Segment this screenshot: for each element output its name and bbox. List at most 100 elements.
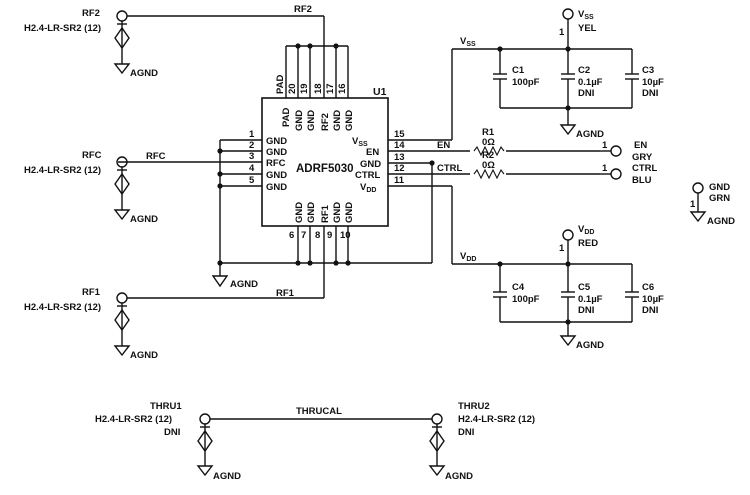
pin-name-9: GND xyxy=(332,202,343,223)
pin-num-12: 12 xyxy=(394,163,405,174)
thrucal-line: THRUCAL xyxy=(210,406,432,420)
agnd-label-rfc: AGND xyxy=(130,214,158,225)
pin-name-12: CTRL xyxy=(355,170,381,181)
pin-num-11: 11 xyxy=(394,175,405,186)
thru1-note: DNI xyxy=(164,427,180,438)
pin-num-10: 10 xyxy=(340,230,351,241)
pin-name-10: GND xyxy=(344,202,355,223)
pin-num-14: 14 xyxy=(394,140,405,151)
c6-note: DNI xyxy=(642,305,658,316)
vdd-capacitors: AGND C4 100pF C5 0.1µF DNI C6 10µF DNI xyxy=(493,264,664,351)
chip-left-pins: 1 2 3 4 5 GND GND RFC GND GND xyxy=(118,129,287,193)
pin-num-15: 15 xyxy=(394,129,405,140)
vss-tp-name: VSS xyxy=(578,9,594,21)
ctrl-tp-pin: 1 xyxy=(602,163,608,174)
vdd-tp-name: VDD xyxy=(578,224,594,236)
agnd-label-rf2: AGND xyxy=(130,68,158,79)
c4-value: 100pF xyxy=(512,294,540,305)
pin-num-6: 6 xyxy=(289,230,294,241)
gnd-tp-color: GRN xyxy=(709,193,730,204)
agnd-label-thru2: AGND xyxy=(445,471,473,482)
rf2-ref: RF2 xyxy=(82,8,100,19)
en-tp-color: GRY xyxy=(632,152,653,163)
vdd-tp-pin: 1 xyxy=(559,243,565,254)
chip-part-number: ADRF5030 xyxy=(296,163,354,175)
en-tp-pin: 1 xyxy=(602,140,608,151)
en-tp-name: EN xyxy=(634,140,647,151)
thrucal-net-label: THRUCAL xyxy=(296,406,342,417)
pin-name-19: GND xyxy=(306,110,317,131)
chip-bottom-pins: 6 7 8 9 10 GND GND RF1 GND GND xyxy=(289,202,355,298)
thru1-connector: THRU1 H2.4-LR-SR2 (12) DNI AGND xyxy=(95,401,241,482)
pin-num-7: 7 xyxy=(301,230,306,241)
pin-name-8: RF1 xyxy=(320,204,331,223)
r2-value: 0Ω xyxy=(482,160,495,171)
pin-name-13: GND xyxy=(360,159,381,170)
pin-num-13: 13 xyxy=(394,152,405,163)
pin-num-1: 1 xyxy=(249,129,255,140)
rf1-connector: RF1 H2.4-LR-SR2 (12) RF1 AGND xyxy=(24,287,324,361)
rfc-connector: RFC H2.4-LR-SR2 (12) RFC AGND xyxy=(24,150,166,225)
pin-name-5: GND xyxy=(266,182,287,193)
pin-num-5: 5 xyxy=(249,175,255,186)
agnd-label-rf1: AGND xyxy=(130,350,158,361)
chip-ref: U1 xyxy=(373,86,387,98)
agnd-label-vss: AGND xyxy=(576,129,604,140)
thru2-note: DNI xyxy=(458,427,474,438)
ctrl-tp-color: BLU xyxy=(632,175,652,186)
vss-test-point: 1 VSS YEL xyxy=(559,8,597,49)
vss-tp-color: YEL xyxy=(578,23,597,34)
ctrl-test-point: 1 CTRL BLU xyxy=(600,163,658,186)
pin-num-3: 3 xyxy=(249,151,254,162)
rf1-part: H2.4-LR-SR2 (12) xyxy=(24,302,101,313)
c5-value: 0.1µF xyxy=(578,294,603,305)
c5-note: DNI xyxy=(578,305,594,316)
pin-name-16: GND xyxy=(344,110,355,131)
pin-num-9: 9 xyxy=(327,230,332,241)
ctrl-tp-name: CTRL xyxy=(632,163,658,174)
c1-ref: C1 xyxy=(512,65,525,76)
c2-note: DNI xyxy=(578,88,594,99)
vdd-test-point: 1 VDD RED xyxy=(559,224,598,264)
r1-ref: R1 xyxy=(482,127,495,138)
c4-ref: C4 xyxy=(512,282,525,293)
agnd-label-gnd-tp: AGND xyxy=(707,216,735,227)
c1-value: 100pF xyxy=(512,77,540,88)
pin-name-pad: PAD xyxy=(281,108,292,127)
r2-ref: R2 xyxy=(482,150,494,161)
pin-num-18: 18 xyxy=(313,83,324,94)
pin-num-8: 8 xyxy=(315,230,320,241)
vss-net-label: VSS xyxy=(460,36,476,48)
gnd-test-point: 1 GND GRN AGND xyxy=(689,182,735,227)
rfc-net-label: RFC xyxy=(146,151,166,162)
rf2-connector: RF2 H2.4-LR-SR2 (12) RF2 AGND xyxy=(24,4,324,79)
chip-top-pins: PAD 20 19 18 17 16 PAD GND GND RF2 GND G… xyxy=(275,16,355,131)
c2-value: 0.1µF xyxy=(578,77,603,88)
pin-name-3: RFC xyxy=(266,158,286,169)
c6-value: 10µF xyxy=(642,294,664,305)
pin-num-19: 19 xyxy=(299,83,310,94)
c5-ref: C5 xyxy=(578,282,591,293)
en-net-label: EN xyxy=(437,140,450,151)
thru2-connector: THRU2 H2.4-LR-SR2 (12) DNI AGND xyxy=(428,401,535,482)
rfc-part: H2.4-LR-SR2 (12) xyxy=(24,165,101,176)
thru1-ref: THRU1 xyxy=(150,401,182,412)
rf1-net-label: RF1 xyxy=(276,288,295,299)
gnd-tp-name: GND xyxy=(709,182,730,193)
pin-name-18: RF2 xyxy=(320,113,331,131)
agnd-label-vdd: AGND xyxy=(576,340,604,351)
gnd-bus: AGND xyxy=(211,43,435,290)
pin-name-14: EN xyxy=(366,147,379,158)
pin-num-2: 2 xyxy=(249,140,254,151)
ctrl-net-label: CTRL xyxy=(437,163,463,174)
pin-name-1: GND xyxy=(266,136,287,147)
pin-name-6: GND xyxy=(294,202,305,223)
c3-ref: C3 xyxy=(642,65,654,76)
gnd-tp-pin: 1 xyxy=(690,199,696,210)
vss-capacitors: AGND C1 100pF C2 0.1µF DNI C3 10µF DNI xyxy=(493,49,664,140)
pin-num-20: 20 xyxy=(287,83,298,94)
rfc-ref: RFC xyxy=(82,150,102,161)
c6-ref: C6 xyxy=(642,282,654,293)
c3-note: DNI xyxy=(642,88,658,99)
thru2-ref: THRU2 xyxy=(458,401,490,412)
